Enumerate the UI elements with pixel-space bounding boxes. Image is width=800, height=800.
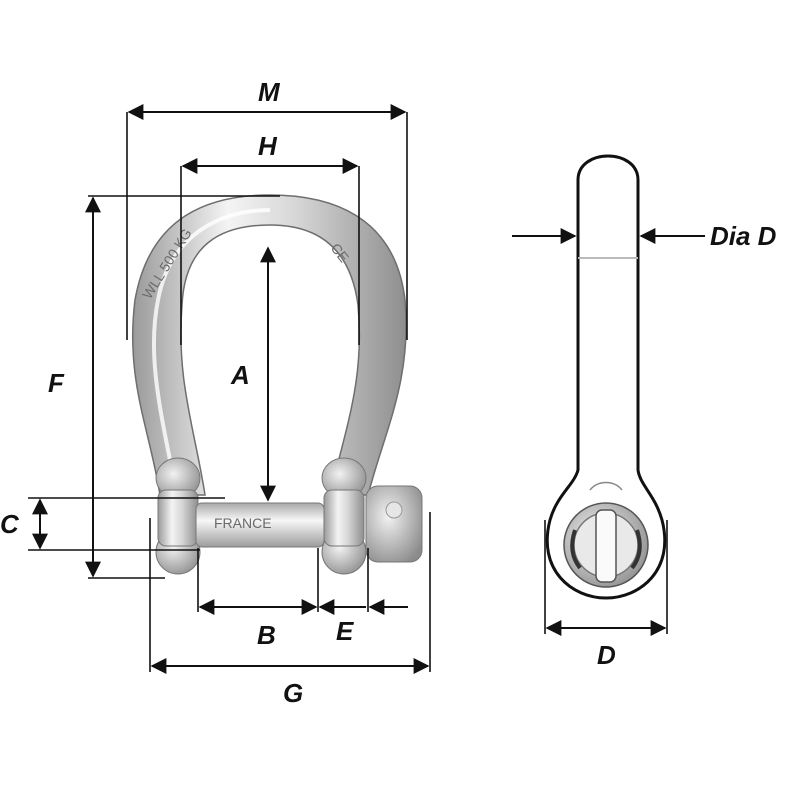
label-dia-d: Dia D [710,221,777,251]
shackle-bow-highlight [151,208,271,461]
dimension-labels: M H F A C B E G D Dia D [0,77,777,708]
side-dimension-lines [512,228,705,636]
pin-head-hole [385,501,403,519]
label-b: B [257,620,276,650]
pin-engraving: FRANCE [214,515,272,531]
side-view-body [545,154,667,600]
shackle-bow [131,194,407,496]
label-m: M [258,77,281,107]
shackle-front-view: WLL 500 KG CE FRANCE [131,194,423,575]
label-a: A [230,360,250,390]
shackle-side-view [545,154,667,600]
label-d: D [597,640,616,670]
label-g: G [283,678,303,708]
right-lug-body [323,489,365,547]
label-h: H [258,131,278,161]
side-view-pin-slot [595,509,617,583]
pin-head [365,485,423,563]
label-c: C [0,509,20,539]
label-f: F [48,368,65,398]
front-dimension-lines [28,104,431,674]
pin-shaft [195,502,325,548]
label-e: E [336,616,354,646]
